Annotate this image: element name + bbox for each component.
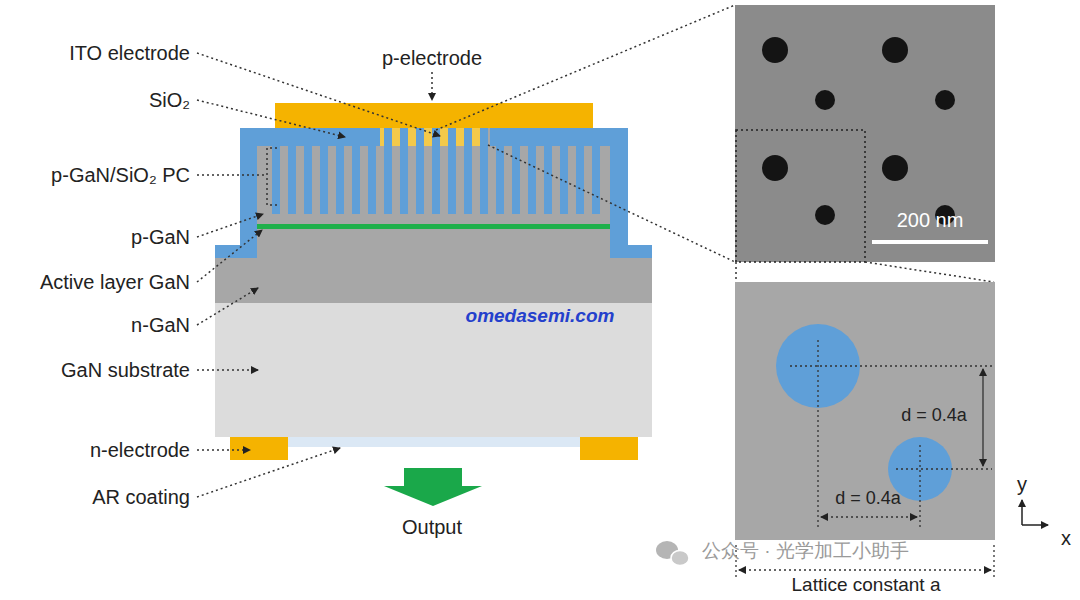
layer-label: n-GaN [131,314,190,337]
air-hole [882,37,908,63]
layer-label: ITO electrode [69,42,190,65]
crosshair [817,340,818,528]
layer-label: Active layer GaN [40,271,190,294]
dimension-line [982,369,983,466]
watermark: 公众号 · 光学加工小助手 [702,540,909,562]
axis-label: x [1061,527,1071,550]
layer-label: p-GaN/SiO₂ PC [51,164,190,187]
ar-coating [288,437,580,447]
pc-bar [480,125,488,214]
pc-bar [544,146,552,214]
bracket [267,148,277,205]
leader-line [197,449,250,451]
dimension-line [821,516,917,517]
leader-line [431,72,433,100]
zoom-line [488,145,735,262]
pc-bar [496,146,504,214]
air-hole [762,37,788,63]
ito-electrode [472,128,480,146]
layer-label: SiO₂ [149,89,190,112]
axis-label: y [1017,473,1027,496]
ito-electrode [380,128,384,146]
zoom-line [735,262,737,282]
layer-label: GaN substrate [61,359,190,382]
pc-bar [416,125,424,214]
pc-bar [320,146,328,214]
pc-bar [448,125,456,214]
n-electrode [580,437,638,460]
leader-line [197,369,258,371]
pc-bar [512,146,520,214]
scale-bar [872,240,988,244]
extension-line [993,545,994,578]
dimension-line [739,569,991,570]
pc-bar [400,125,408,214]
pc-bar [288,146,296,214]
crosshair [790,365,992,366]
wechat-icon [671,551,689,566]
leader-line [197,100,345,137]
ito-electrode [392,128,400,146]
pc-bar [592,146,600,214]
layer-label: n-electrode [90,439,190,462]
p-electrode [275,103,593,128]
layer-label: p-GaN [131,226,190,249]
pc-bar [336,146,344,214]
gan-substrate [215,303,652,437]
leader-line [197,448,340,497]
scale-label: 200 nm [897,209,964,232]
axis-x [1022,524,1048,526]
pc-bar [384,125,392,214]
pc-bar [368,146,376,214]
layer-label: p-electrode [382,47,482,70]
ito-electrode [440,128,448,146]
inset-box [736,130,865,262]
zoom-line [865,262,994,282]
leader-line [197,230,262,282]
pc-bar [528,146,536,214]
ito-electrode [408,128,416,146]
air-hole [815,90,835,110]
layer-label: AR coating [92,486,190,509]
pc-bar [464,125,472,214]
watermark: omedasemi.com [466,305,615,327]
photonic-crystal [272,125,600,214]
output-label: Output [402,516,462,539]
ito-electrode [456,128,464,146]
crosshair [919,445,920,528]
dimension-label: Lattice constant a [792,574,941,596]
air-hole [762,155,788,181]
unit-cell [735,282,995,540]
axis-y [1021,500,1023,525]
leader-line [197,214,263,237]
pc-bar [576,146,584,214]
leader-line [197,288,258,325]
pc-bar [304,146,312,214]
leader-line [197,174,266,176]
air-hole [882,155,908,181]
dimension-label: d = 0.4a [835,488,901,509]
pc-bar [432,125,440,214]
air-hole [935,90,955,110]
air-hole [815,205,835,225]
dimension-label: d = 0.4a [901,405,967,426]
n-electrode [230,437,288,460]
output-arrow [384,468,482,506]
pc-bar [352,146,360,214]
sem-image [735,5,995,262]
crosshair [896,468,992,469]
active-layer [257,224,610,229]
pc-bar [272,146,280,214]
